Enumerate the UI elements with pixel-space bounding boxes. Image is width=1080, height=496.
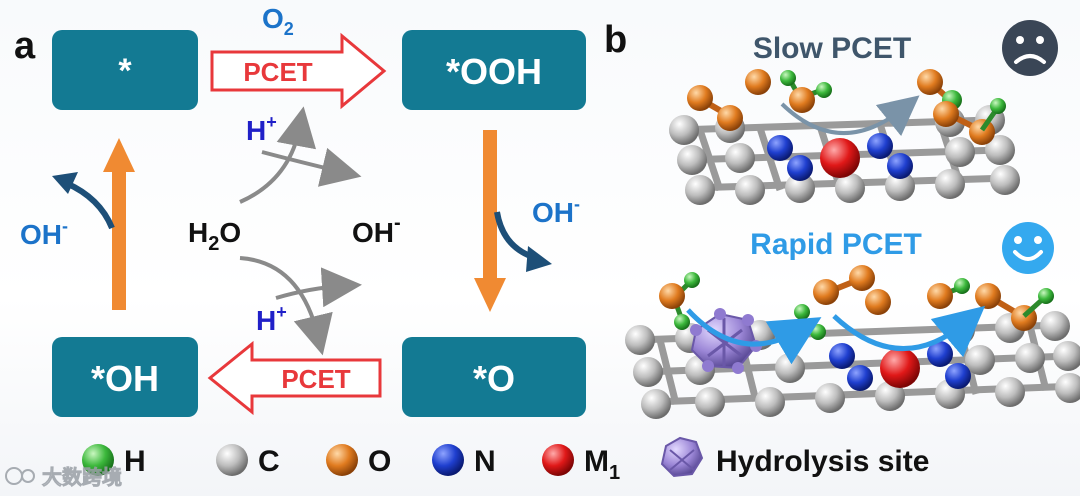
panel-b-label: b — [604, 19, 627, 61]
legend: H C O N M1 Hydrolysis site — [82, 436, 929, 484]
rapid-pcet-title: Rapid PCET — [750, 228, 922, 261]
state-label-ooh: *OOH — [446, 51, 542, 92]
legend-item-m1: M1 — [542, 444, 620, 484]
state-box-o: *O — [402, 337, 586, 417]
happy-face-icon — [1002, 222, 1054, 274]
branch-arrow-upper-oh — [261, 147, 362, 187]
state-box-ooh: *OOH — [402, 30, 586, 110]
branch-arrow-lower-oh — [275, 267, 362, 308]
pcet-arrow-bottom: PCET — [207, 340, 382, 416]
legend-label-h: H — [124, 445, 146, 478]
o2-label: O2 — [262, 3, 294, 39]
oh-minus-left: OH- — [20, 216, 68, 250]
legend-label-n: N — [474, 445, 496, 478]
pcet-label-bottom: PCET — [281, 364, 350, 394]
state-label-o: *O — [473, 358, 515, 399]
water-label: H2O — [188, 217, 241, 255]
orange-arrow-down — [474, 130, 506, 312]
state-label-oh: *OH — [91, 358, 159, 399]
legend-label-o: O — [368, 445, 391, 478]
molecules-rapid — [659, 265, 1054, 365]
h-plus-top: H+ — [246, 112, 277, 146]
legend-label-m1: M1 — [584, 445, 620, 484]
legend-item-o: O — [326, 444, 391, 478]
pcet-arrow-top: PCET — [210, 32, 387, 110]
panel-a-label: a — [14, 25, 36, 67]
watermark: 大数跨境 — [5, 465, 122, 489]
legend-label-c: C — [258, 445, 280, 478]
branch-arrow-lower-h — [239, 256, 333, 356]
orange-arrow-up — [103, 138, 135, 310]
legend-item-h: H — [82, 444, 146, 478]
legend-item-n: N — [432, 444, 496, 478]
state-box-oh: *OH — [52, 337, 198, 417]
oh-minus-center: OH- — [352, 212, 401, 248]
sad-face-icon — [1002, 20, 1058, 76]
oh-minus-right: OH- — [532, 194, 580, 228]
oh-release-arrow-right — [494, 211, 552, 272]
state-label-star: * — [118, 52, 132, 90]
molecules-slow — [687, 69, 1006, 145]
watermark-text: 大数跨境 — [42, 465, 122, 489]
catalyst-surface-rapid — [625, 308, 1080, 419]
legend-item-c: C — [216, 444, 280, 478]
legend-label-hydrolysis-site: Hydrolysis site — [716, 445, 929, 478]
pcet-label-top: PCET — [243, 57, 312, 87]
state-box-star: * — [52, 30, 198, 110]
oh-release-arrow-left — [52, 172, 115, 230]
branch-arrow-upper-h — [239, 106, 317, 204]
h-plus-bottom: H+ — [256, 302, 287, 336]
legend-item-hydrolysis-site: Hydrolysis site — [660, 436, 929, 478]
slow-pcet-title: Slow PCET — [753, 32, 911, 65]
